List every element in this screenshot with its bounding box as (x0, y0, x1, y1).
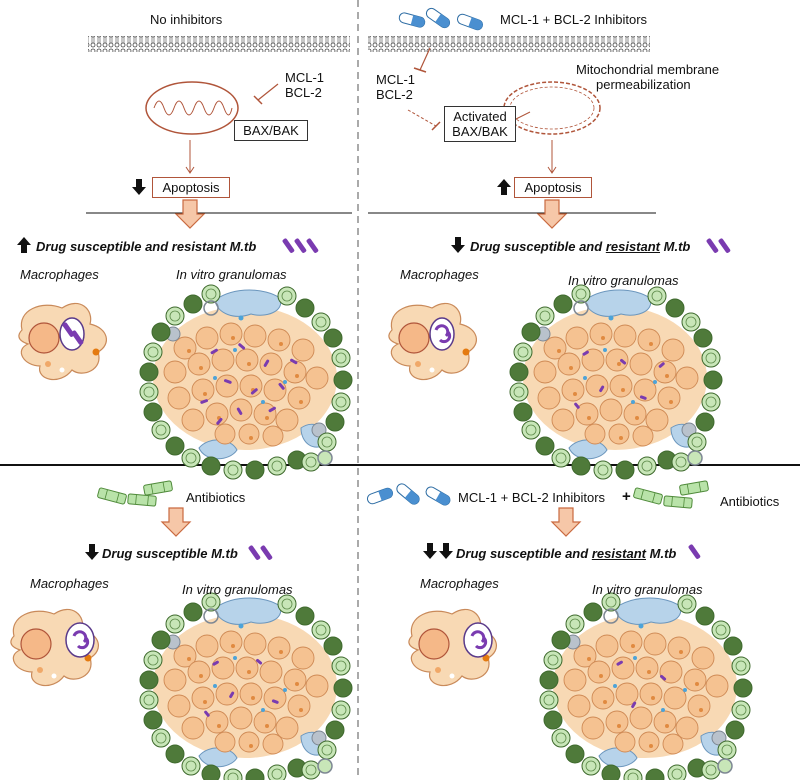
macrophage-label: Macrophages (420, 576, 499, 591)
down-arrow-icon (85, 544, 99, 560)
granuloma-bacteria-bl (204, 658, 279, 717)
mitochondrion-right (503, 81, 601, 135)
result-text: Drug susceptible and resistant M.tb (456, 546, 677, 561)
condition-label: No inhibitors (150, 12, 223, 27)
result-text: Drug susceptible and resistant M.tb (470, 239, 691, 254)
apoptosis-box: Apoptosis (514, 177, 592, 198)
fat-down-arrow-icon (161, 507, 191, 537)
note-line1: Mitochondrial membrane (576, 62, 720, 77)
condition-label-inhibitors: MCL-1 + BCL-2 Inhibitors (458, 490, 606, 505)
double-down-arrow-icon (423, 543, 453, 559)
granuloma-top-left (139, 284, 353, 480)
inhibitor-label-bcl2: BCL-2 (285, 85, 322, 100)
membrane-right (368, 36, 650, 52)
plus-sign: + (622, 488, 631, 505)
inhibitor-label-mcl1: MCL-1 (285, 70, 325, 85)
condition-label: MCL-1 + BCL-2 Inhibitors (500, 12, 648, 27)
fat-down-arrow-icon (175, 199, 205, 229)
granuloma-label: In vitro granulomas (182, 582, 293, 597)
granuloma-label: In vitro granulomas (568, 273, 679, 288)
up-arrow-icon (17, 237, 31, 253)
fat-down-arrow-icon (551, 507, 581, 537)
bax-bak-box: BAX/BAK (234, 120, 308, 141)
macrophage-bottom-right (408, 608, 498, 687)
macrophage-top-left (18, 302, 108, 381)
activated-bax-bak-box: Activated BAX/BAK (444, 106, 516, 142)
bax-bak-label: BAX/BAK (452, 124, 508, 139)
macrophage-bottom-left (10, 608, 100, 687)
granuloma-top-right (509, 284, 723, 480)
mtb-rods-icon (247, 544, 274, 561)
granuloma-bacteria-tr (574, 350, 665, 409)
up-arrow-icon (497, 179, 511, 195)
apoptosis-box: Apoptosis (152, 177, 230, 198)
fat-down-arrow-icon (537, 199, 567, 229)
macrophage-label: Macrophages (400, 267, 479, 282)
inhibitor-label-bcl2: BCL-2 (376, 87, 413, 102)
condition-label-antibiotics: Antibiotics (720, 494, 780, 509)
mitochondrion-left (145, 81, 239, 135)
result-text: Drug susceptible M.tb (102, 546, 238, 561)
granuloma-bacteria-tl (200, 343, 298, 425)
mtb-rods-icon (281, 237, 320, 254)
macrophage-label: Macrophages (30, 576, 109, 591)
granuloma-bottom-right (539, 592, 753, 780)
note-line2: permeabilization (596, 77, 691, 92)
granuloma-bacteria-br (616, 660, 667, 709)
activated-label: Activated (453, 109, 507, 124)
granuloma-label: In vitro granulomas (592, 582, 703, 597)
mtb-rods-icon (705, 237, 732, 254)
granuloma-label: In vitro granulomas (176, 267, 287, 282)
down-arrow-icon (451, 237, 465, 253)
mtb-rods-icon (687, 543, 702, 560)
down-arrow-icon (132, 179, 146, 195)
macrophage-top-right (388, 302, 478, 381)
membrane-left (88, 36, 350, 52)
inhibitor-label-mcl1: MCL-1 (376, 72, 416, 87)
macrophage-label: Macrophages (20, 267, 99, 282)
result-text: Drug susceptible and resistant M.tb (36, 239, 257, 254)
granuloma-bottom-left (139, 592, 353, 780)
condition-label: Antibiotics (186, 490, 246, 505)
